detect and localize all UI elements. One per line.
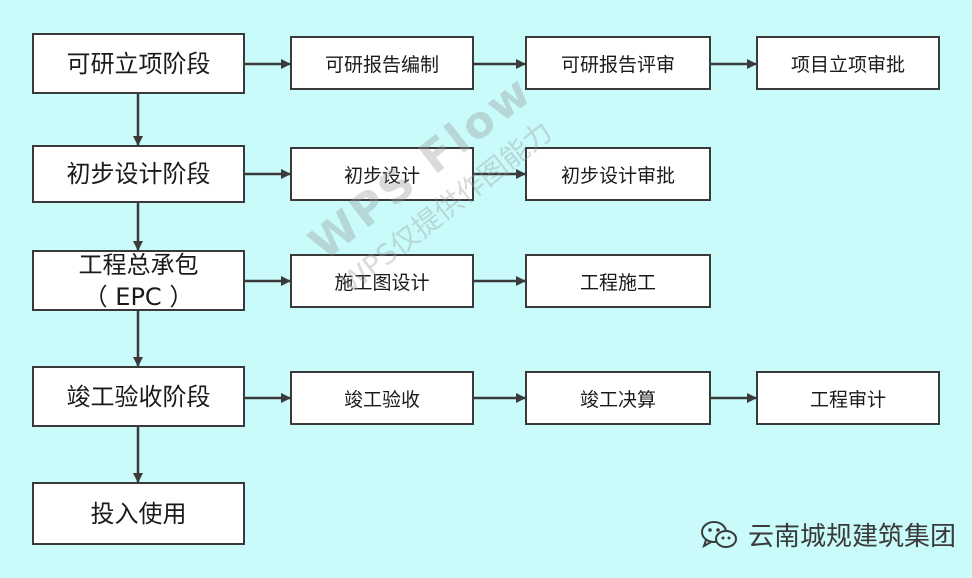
stage-label: 初步设计阶段 [66, 160, 211, 188]
stage-label: 可研立项阶段 [66, 49, 211, 78]
stage-sublabel: （ EPC ） [83, 282, 194, 311]
step-label: 可研报告编制 [324, 53, 439, 76]
stage-feasibility: 可研立项阶段 [32, 33, 245, 94]
step-label: 竣工决算 [579, 388, 656, 411]
step-feasibility-review: 可研报告评审 [525, 36, 711, 90]
stage-label: 工程总承包 [78, 250, 199, 279]
step-preliminary-design: 初步设计 [290, 147, 474, 201]
step-label: 竣工验收 [343, 388, 420, 411]
step-audit: 工程审计 [756, 371, 940, 425]
stage-label: 竣工验收阶段 [66, 382, 211, 411]
step-acceptance: 竣工验收 [290, 371, 474, 425]
stage-label: 投入使用 [90, 499, 187, 528]
step-label: 初步设计审批 [560, 164, 675, 187]
step-construction-drawing: 施工图设计 [290, 254, 474, 308]
wechat-icon [701, 520, 737, 548]
step-project-approval: 项目立项审批 [756, 36, 940, 90]
step-label: 工程施工 [579, 271, 656, 294]
step-label: 可研报告评审 [560, 53, 675, 76]
step-label: 项目立项审批 [790, 53, 905, 76]
brand-name: 云南城规建筑集团 [748, 522, 957, 552]
stage-in-use: 投入使用 [32, 482, 245, 545]
step-feasibility-report: 可研报告编制 [290, 36, 474, 90]
step-preliminary-approval: 初步设计审批 [525, 147, 711, 201]
step-label: 施工图设计 [334, 271, 430, 294]
step-construction: 工程施工 [525, 254, 711, 308]
step-label: 工程审计 [809, 388, 886, 411]
step-final-accounts: 竣工决算 [525, 371, 711, 425]
stage-completion-acceptance: 竣工验收阶段 [32, 366, 245, 427]
stage-preliminary-design: 初步设计阶段 [32, 145, 245, 203]
stage-epc: 工程总承包 （ EPC ） [32, 250, 245, 311]
step-label: 初步设计 [343, 164, 420, 187]
brand-badge: 云南城规建筑集团 [700, 516, 956, 553]
